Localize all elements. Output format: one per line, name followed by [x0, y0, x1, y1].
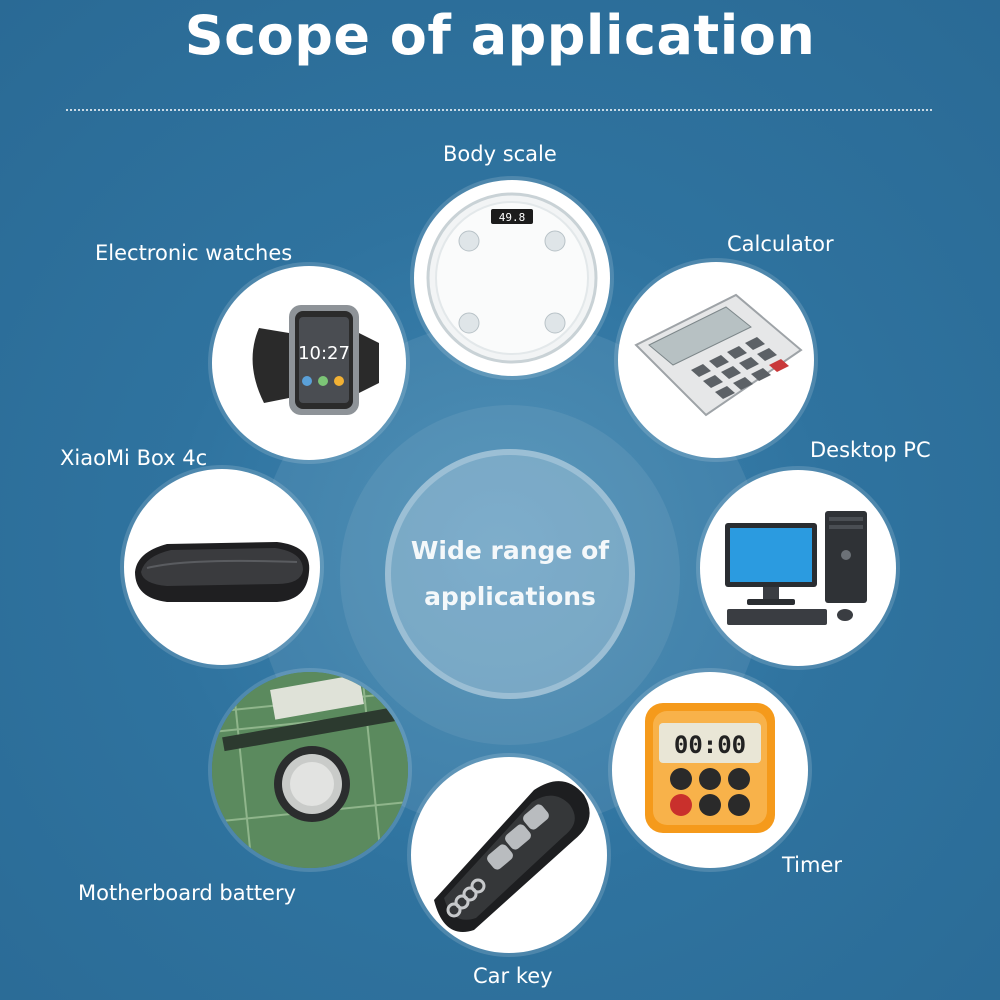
- motherboard-battery-item: [212, 672, 408, 868]
- timer-item: 00:00: [612, 672, 808, 868]
- body-scale-item: 49.8: [414, 180, 610, 376]
- desktop-pc-item: [700, 470, 896, 666]
- center-text-line2: applications: [424, 582, 596, 611]
- center-circle: Wide range of applications: [385, 449, 635, 699]
- body-scale-icon: 49.8: [426, 192, 598, 364]
- timer-icon: 00:00: [645, 703, 775, 833]
- calculator-label: Calculator: [727, 232, 834, 256]
- desktop-pc-icon: [725, 511, 867, 625]
- motherboard-battery-icon: [212, 672, 408, 868]
- car-key-label: Car key: [473, 964, 553, 988]
- car-key-icon: [434, 781, 590, 932]
- calculator-icon: [634, 293, 803, 417]
- center-text: Wide range of applications: [400, 528, 620, 620]
- scale-display: 49.8: [499, 211, 526, 224]
- timer-label: Timer: [782, 853, 843, 877]
- calculator-item: [618, 262, 814, 458]
- body-scale-label: Body scale: [443, 142, 557, 166]
- center-text-line1: Wide range of: [410, 536, 610, 565]
- title-divider: [66, 109, 932, 111]
- car-key-item: [411, 757, 607, 953]
- page-title: Scope of application: [184, 4, 816, 67]
- xiaomi-box-item: [124, 469, 320, 665]
- motherboard-battery-label: Motherboard battery: [78, 881, 297, 905]
- xiaomi-box-label: XiaoMi Box 4c: [60, 446, 208, 470]
- watch-time: 10:27: [298, 343, 350, 364]
- electronic-watches-label: Electronic watches: [95, 241, 293, 265]
- smartwatch-icon: 10:27: [252, 305, 379, 415]
- timer-display: 00:00: [674, 731, 746, 759]
- electronic-watches-item: 10:27: [212, 266, 406, 460]
- desktop-pc-label: Desktop PC: [810, 438, 931, 462]
- tv-box-icon: [135, 542, 310, 602]
